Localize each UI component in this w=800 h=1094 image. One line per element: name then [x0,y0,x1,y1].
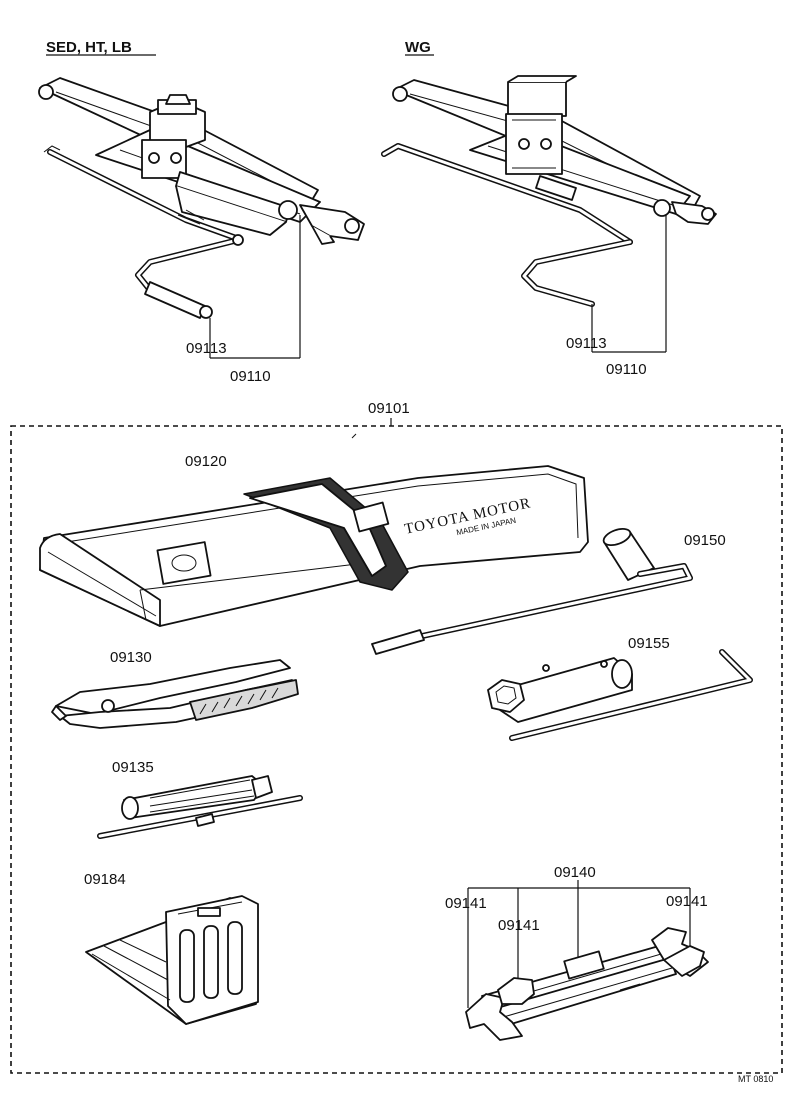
part-number-wheel-chock: 09184 [84,871,126,888]
screwdriver [97,775,303,839]
part-number-jack-handle-right: 09113 [566,335,607,352]
variant-header-sed-ht-lb: SED, HT, LB [46,39,132,56]
part-number-wrench-set: 09140 [554,864,596,881]
part-number-jack-handle-left: 09113 [186,340,227,357]
part-number-hub-nut-wrench: 09150 [684,532,726,549]
part-number-jack-right: 09110 [606,361,647,378]
wrench-set [465,927,709,1041]
hub-nut-wrench [371,527,693,655]
part-number-tool-bag: 09120 [185,453,227,470]
part-number-tool-kit: 09101 [368,400,410,417]
scissor-jack-left [38,77,365,319]
part-number-wrench-a: 09141 [445,895,487,912]
scissor-jack-right [381,75,717,307]
part-number-wrench-c: 09141 [666,893,708,910]
part-number-plug-wrench: 09155 [628,635,670,652]
tool-bag: TOYOTA MOTOR MADE IN JAPAN [39,465,589,627]
tool-kit-boundary [10,425,783,1074]
wheel-chock [85,895,259,1025]
pliers [51,659,299,729]
tick-mark [351,433,357,439]
part-number-screwdriver: 09135 [112,759,154,776]
variant-header-wg: WG [405,39,431,56]
plug-wrench [487,649,753,741]
part-number-wrench-b: 09141 [498,917,540,934]
drawing-code: MT 0810 [738,1074,773,1084]
part-number-pliers: 09130 [110,649,152,666]
part-number-jack-left: 09110 [230,368,271,385]
